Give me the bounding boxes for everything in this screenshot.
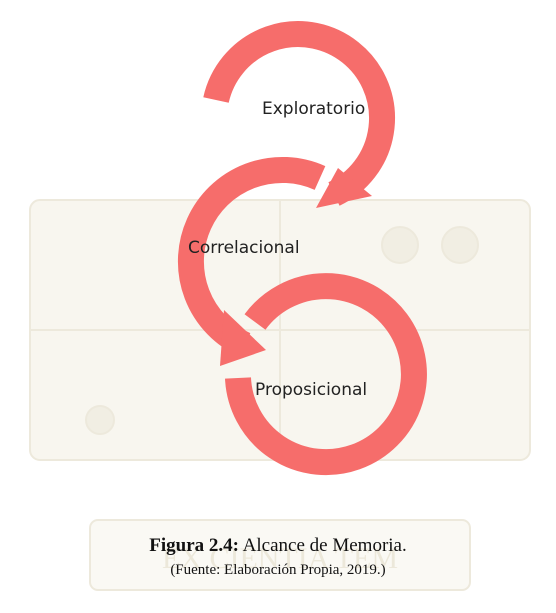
step-label-exploratorio: Exploratorio xyxy=(262,99,366,119)
figure-caption: Figura 2.4: Alcance de Memoria. (Fuente:… xyxy=(0,534,556,580)
arrowhead-exploratorio xyxy=(316,168,372,208)
figure-source: (Fuente: Elaboración Propia, 2019.) xyxy=(170,562,386,578)
caption-line: Figura 2.4: Alcance de Memoria. xyxy=(0,534,556,558)
watermark-crest: EX CIENTIA TEM xyxy=(29,199,531,591)
step-label-correlacional: Correlacional xyxy=(188,238,300,258)
ring-exploratorio xyxy=(203,21,395,206)
figure-title: Alcance de Memoria. xyxy=(242,535,407,556)
figure-label: Figura 2.4: xyxy=(149,535,239,556)
watermark-motto: EX CIENTIA TEM xyxy=(162,542,398,575)
arrowhead-correlacional xyxy=(220,310,266,366)
ring-correlacional xyxy=(178,156,326,357)
step-label-proposicional: Proposicional xyxy=(255,380,368,400)
ring-proposicional xyxy=(225,273,427,476)
